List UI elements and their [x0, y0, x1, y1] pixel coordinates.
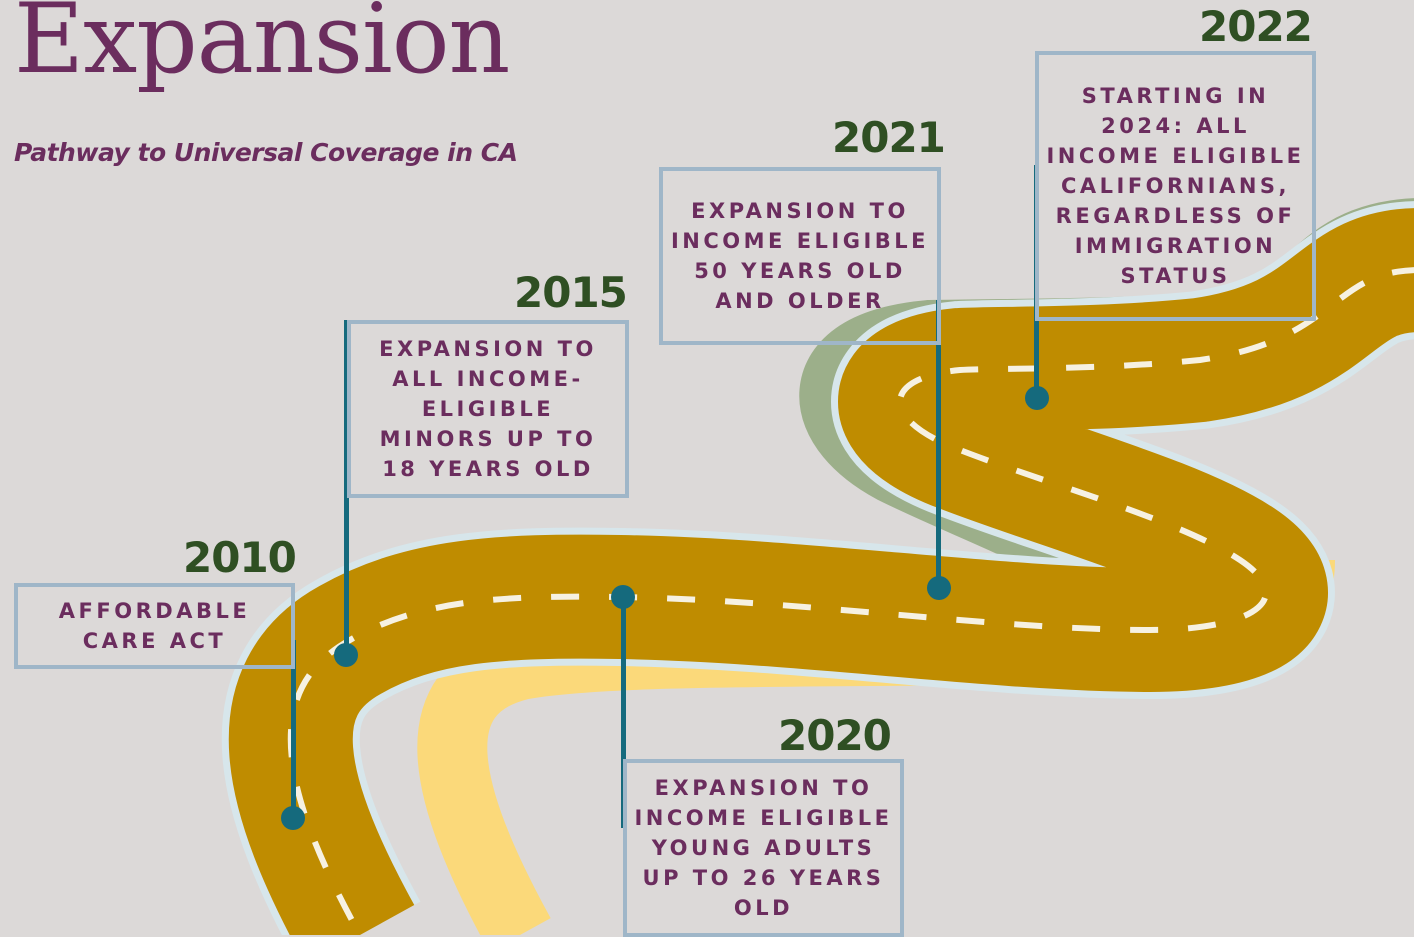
pole-2021	[936, 300, 941, 588]
milestone-text-2010: AFFORDABLE CARE ACT	[58, 599, 251, 653]
milestone-box-2015: EXPANSION TO ALL INCOME-ELIGIBLE MINORS …	[347, 320, 629, 498]
year-2022: 2022	[1199, 2, 1313, 51]
milestone-box-2021: EXPANSION TO INCOME ELIGIBLE 50 YEARS OL…	[659, 167, 941, 345]
page-title: Expansion	[14, 0, 510, 95]
pole-2015	[344, 320, 349, 655]
milestone-text-2015: EXPANSION TO ALL INCOME-ELIGIBLE MINORS …	[379, 337, 597, 481]
milestone-text-2020: EXPANSION TO INCOME ELIGIBLE YOUNG ADULT…	[634, 776, 893, 920]
year-2020: 2020	[778, 711, 892, 760]
milestone-box-2022: STARTING IN 2024: ALL INCOME ELIGIBLE CA…	[1035, 51, 1316, 321]
pole-2010	[291, 640, 296, 818]
milestone-text-2022: STARTING IN 2024: ALL INCOME ELIGIBLE CA…	[1046, 84, 1305, 288]
page-subtitle: Pathway to Universal Coverage in CA	[14, 138, 518, 167]
marker-dot-2021	[927, 576, 951, 600]
year-2010: 2010	[183, 533, 297, 582]
marker-dot-2010	[281, 806, 305, 830]
road-center-dashes	[287, 267, 1414, 935]
marker-dot-2022	[1025, 386, 1049, 410]
year-2021: 2021	[832, 113, 946, 162]
milestone-text-2021: EXPANSION TO INCOME ELIGIBLE 50 YEARS OL…	[670, 199, 930, 313]
year-2015: 2015	[514, 268, 628, 317]
marker-dot-2015	[334, 643, 358, 667]
milestone-box-2010: AFFORDABLE CARE ACT	[14, 583, 295, 669]
milestone-box-2020: EXPANSION TO INCOME ELIGIBLE YOUNG ADULT…	[623, 759, 904, 937]
pole-2020	[621, 596, 626, 828]
marker-dot-2020	[611, 585, 635, 609]
